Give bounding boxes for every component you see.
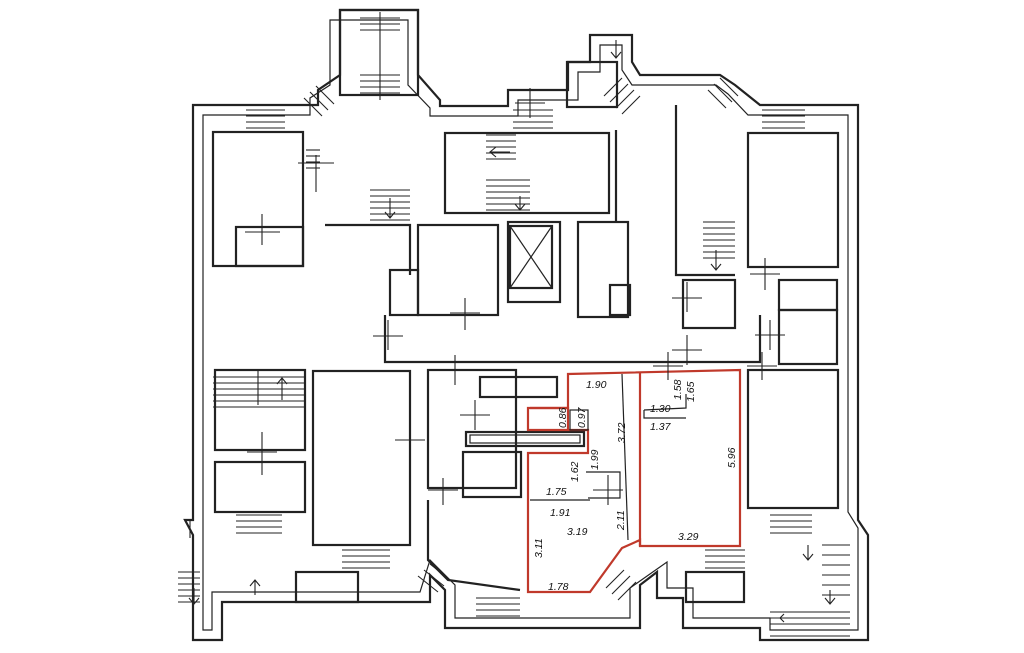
- interior-rooms: [211, 60, 840, 604]
- dim-1-37: 1.37: [650, 421, 672, 433]
- dim-5-96: 5.96: [726, 447, 738, 468]
- direction-arrows: [188, 40, 836, 623]
- dim-1-58: 1.58: [672, 379, 684, 400]
- highlighted-apartment: [526, 368, 742, 594]
- dim-1-78: 1.78: [548, 581, 569, 593]
- dim-1-99: 1.99: [589, 449, 601, 470]
- dim-3-72: 3.72: [616, 422, 628, 443]
- axis-markers: [189, 88, 785, 538]
- stairs: [178, 12, 850, 637]
- dim-1-30: 1.30: [650, 403, 671, 415]
- outer-walls: [183, 8, 870, 642]
- dim-0-97: 0.97: [576, 406, 588, 428]
- dimension-labels: 1.90 1.58 1.65 1.30 1.37 0.86 0.97 3.72 …: [533, 379, 738, 593]
- dim-1-62: 1.62: [569, 461, 581, 482]
- dim-1-91: 1.91: [550, 507, 570, 519]
- dim-0-86: 0.86: [557, 407, 569, 428]
- dim-3-11: 3.11: [533, 538, 545, 558]
- dim-3-29: 3.29: [678, 531, 699, 543]
- dim-1-75: 1.75: [546, 486, 567, 498]
- dim-3-19: 3.19: [567, 526, 588, 538]
- dim-1-65: 1.65: [685, 381, 697, 402]
- dim-2-11: 2.11: [615, 510, 627, 531]
- dim-1-90: 1.90: [586, 379, 607, 391]
